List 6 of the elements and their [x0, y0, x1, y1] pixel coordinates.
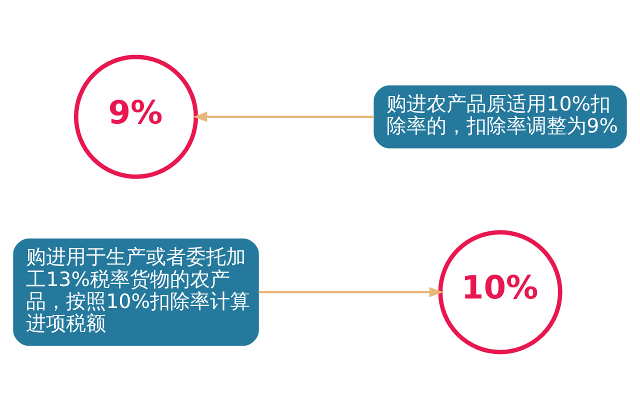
node-box: 购进农产品原适用10%扣除率的，扣除率调整为9% — [374, 85, 627, 148]
arrow — [192, 112, 374, 122]
node-box: 购进用于生产或者委托加工13%税率货物的农产品，按照10%扣除率计算进项税额 — [13, 238, 259, 346]
arrow — [258, 287, 444, 298]
node-circle: 10% — [438, 230, 562, 354]
node-circle: 9% — [74, 54, 198, 179]
